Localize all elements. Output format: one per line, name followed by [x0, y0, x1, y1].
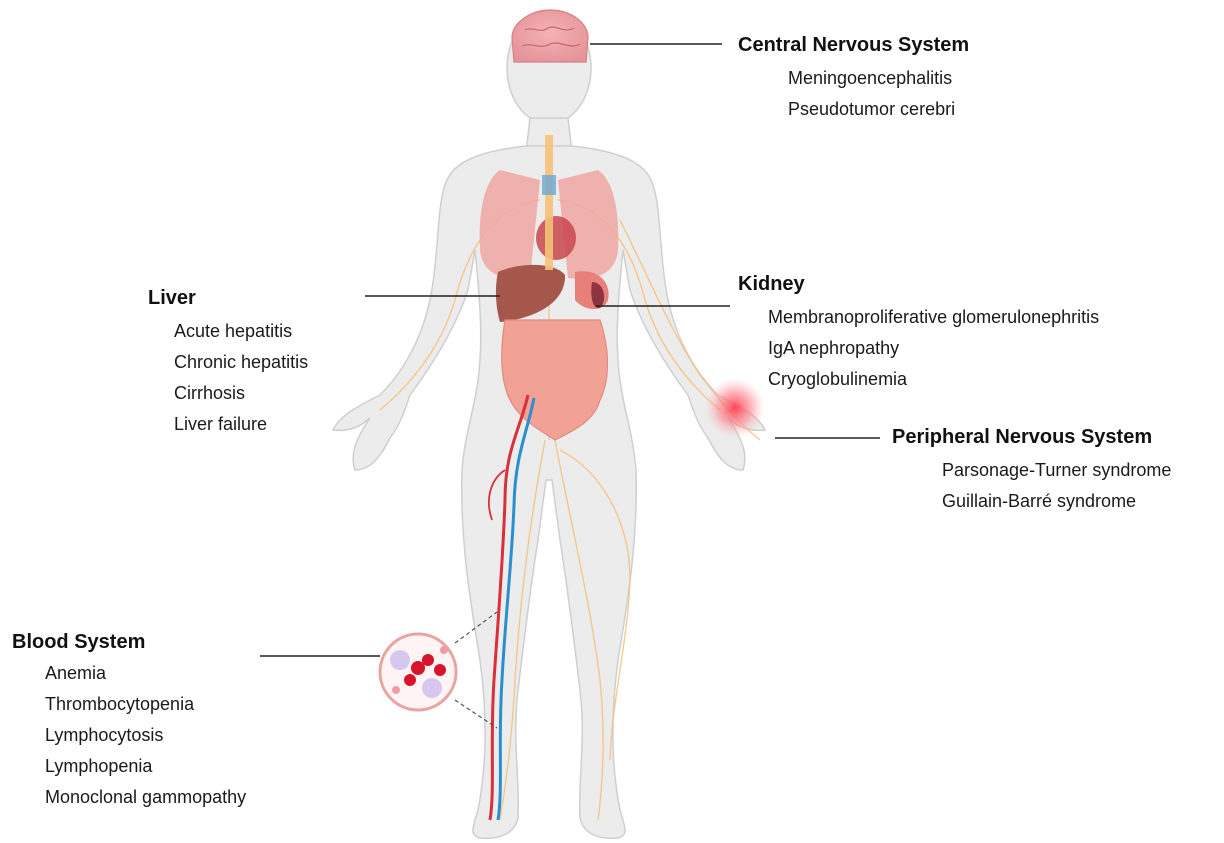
kidney-item: Cryoglobulinemia: [768, 364, 1099, 395]
liver-item: Chronic hepatitis: [174, 347, 308, 378]
liver-item: Cirrhosis: [174, 378, 308, 409]
liver-item: Acute hepatitis: [174, 316, 308, 347]
liver-heading: Liver: [148, 286, 308, 310]
blood-item: Lymphocytosis: [45, 720, 246, 751]
cns-heading: Central Nervous System: [738, 33, 969, 57]
kidney-label-group: Kidney Membranoproliferative glomerulone…: [738, 272, 1099, 395]
kidney-item: Membranoproliferative glomerulonephritis: [768, 302, 1099, 333]
trachea: [542, 175, 556, 195]
blood-item: Anemia: [45, 658, 246, 689]
pns-heading: Peripheral Nervous System: [892, 425, 1171, 449]
cns-label-group: Central Nervous System Meningoencephalit…: [738, 33, 969, 125]
cns-item: Meningoencephalitis: [788, 63, 969, 94]
esophagus: [545, 135, 553, 270]
pns-label-group: Peripheral Nervous System Parsonage-Turn…: [892, 425, 1171, 517]
pns-item: Parsonage-Turner syndrome: [942, 455, 1171, 486]
kidney-list: Membranoproliferative glomerulonephritis…: [738, 302, 1099, 395]
pns-item: Guillain-Barré syndrome: [942, 486, 1171, 517]
kidney-item: IgA nephropathy: [768, 333, 1099, 364]
cns-item: Pseudotumor cerebri: [788, 94, 969, 125]
blood-item: Lymphopenia: [45, 751, 246, 782]
blood-item: Thrombocytopenia: [45, 689, 246, 720]
blood-item: Monoclonal gammopathy: [45, 782, 246, 813]
brain: [512, 10, 588, 62]
kidney-heading: Kidney: [738, 272, 1099, 296]
liver-label-group: Liver Acute hepatitis Chronic hepatitis …: [148, 286, 308, 440]
pns-list: Parsonage-Turner syndrome Guillain-Barré…: [892, 455, 1171, 517]
blood-label-group: Blood System Anemia Thrombocytopenia Lym…: [12, 630, 246, 813]
blood-list: Anemia Thrombocytopenia Lymphocytosis Ly…: [12, 658, 246, 813]
blood-heading: Blood System: [12, 630, 246, 654]
liver-item: Liver failure: [174, 409, 308, 440]
heart: [536, 216, 576, 260]
liver-list: Acute hepatitis Chronic hepatitis Cirrho…: [148, 316, 308, 440]
cns-list: Meningoencephalitis Pseudotumor cerebri: [738, 63, 969, 125]
